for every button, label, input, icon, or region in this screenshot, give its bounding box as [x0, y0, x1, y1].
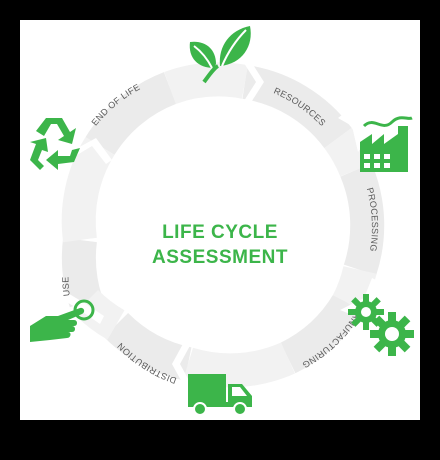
title-line-1: LIFE CYCLE	[162, 222, 278, 243]
ring-segment-processing	[340, 163, 385, 276]
arrow-separator	[242, 60, 264, 104]
ring-gap-fill	[182, 342, 295, 388]
gears-icon	[348, 294, 414, 356]
ring-segment-manufacturing	[280, 293, 363, 374]
arrow-separator	[172, 342, 192, 386]
ring-gap-fill	[61, 137, 115, 243]
hand-pointer-icon	[30, 299, 95, 342]
cycle-ring: RESOURCES PROCESSING MANUFACTURING DISTR…	[60, 60, 385, 388]
ring-segment-resources	[242, 65, 352, 149]
ring-gap-fill	[332, 265, 377, 311]
ring-gap-fill	[324, 127, 372, 177]
leaf-icon	[189, 26, 251, 84]
stage-label-use-text: USE	[60, 276, 71, 296]
stage-label-use: USE	[60, 276, 71, 296]
ring-segment-use	[61, 237, 103, 308]
title-line-2: ASSESSMENT	[152, 247, 288, 268]
diagram-title: LIFE CYCLE ASSESSMENT	[20, 220, 420, 270]
recycle-icon	[30, 118, 80, 170]
arrow-separator	[60, 292, 104, 324]
arrow-separator	[338, 112, 364, 152]
factory-icon	[360, 116, 413, 172]
truck-icon	[188, 374, 252, 416]
arrow-separator	[72, 138, 112, 164]
lca-diagram: RESOURCES PROCESSING MANUFACTURING DISTR…	[20, 20, 420, 420]
ring-segment-end-of-life	[85, 72, 177, 156]
arrow-separator	[340, 278, 380, 314]
